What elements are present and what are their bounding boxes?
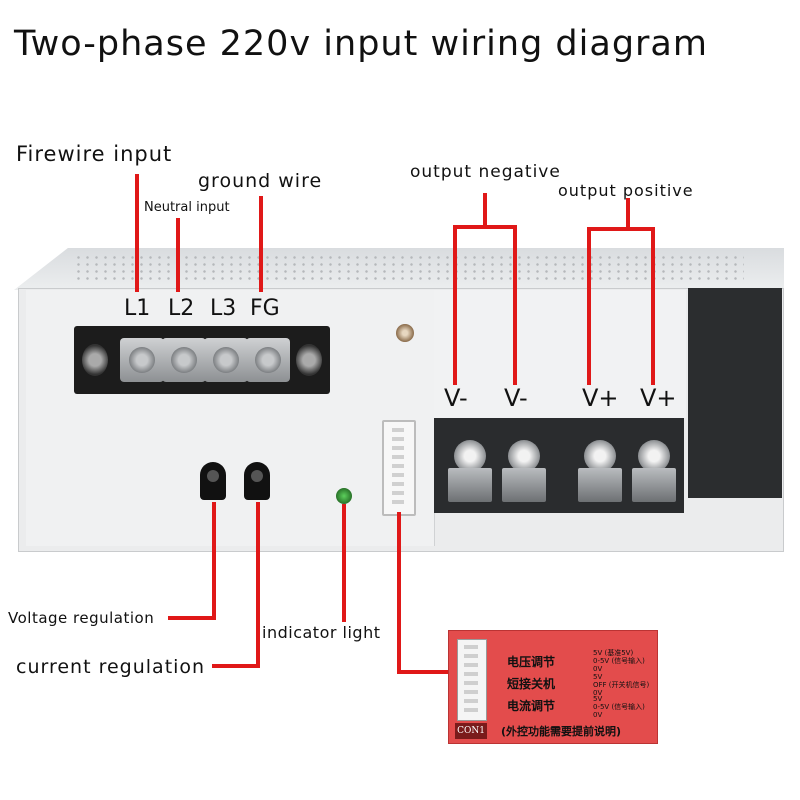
indicator-led [336, 488, 352, 504]
wire-con1-h [397, 670, 449, 674]
card-row-shutdown: 短接关机 [507, 677, 556, 691]
terminal-label-l3: L3 [210, 296, 237, 321]
wire-output-positive-right [651, 227, 655, 385]
card-note: (外控功能需要提前说明) [501, 725, 622, 738]
card-connector-label: CON1 [455, 723, 487, 739]
con1-connector [382, 420, 416, 516]
output-label-v-minus-2: V- [504, 384, 528, 412]
wire-current-regulation-h [212, 664, 260, 668]
terminal-screw-l1 [120, 338, 164, 382]
voltage-regulation-knob [200, 462, 226, 500]
output-terminal-v-plus-1 [578, 440, 622, 504]
wire-output-negative-right [513, 225, 517, 385]
card-row-current: 电流调节 [507, 699, 556, 713]
wire-firewire-input [135, 174, 139, 292]
diagram-title: Two-phase 220v input wiring diagram [14, 24, 708, 64]
output-label-v-minus-1: V- [444, 384, 468, 412]
wire-output-negative-bar [453, 225, 517, 229]
wire-neutral-input [176, 218, 180, 292]
mounting-screw [396, 324, 414, 342]
terminal-label-fg: FG [250, 296, 280, 321]
label-current-regulation: current regulation [16, 656, 206, 678]
output-label-v-plus-1: V+ [582, 384, 619, 412]
wire-output-positive-bar [587, 227, 655, 231]
label-ground-wire: ground wire [198, 170, 323, 192]
wire-voltage-regulation-h [168, 616, 216, 620]
terminal-label-l1: L1 [124, 296, 151, 321]
terminal-screw-l2 [162, 338, 206, 382]
terminal-end-screw [296, 344, 322, 376]
wire-output-negative-stem [483, 193, 487, 227]
label-indicator-light: indicator light [262, 623, 381, 642]
wire-con1-v [397, 512, 401, 674]
output-terminal-v-minus-1 [448, 440, 492, 504]
card-row-voltage: 电压调节 [507, 655, 556, 669]
current-regulation-knob [244, 462, 270, 500]
card-values-voltage: 5V (基准5V)0-5V (信号输入)0V [593, 649, 645, 673]
wire-ground [259, 196, 263, 292]
label-output-positive: output positive [558, 181, 694, 200]
terminal-screw-l3 [204, 338, 248, 382]
label-output-negative: output negative [410, 162, 561, 182]
wire-current-regulation-v [256, 502, 260, 668]
wire-indicator-light [342, 504, 346, 622]
label-firewire-input: Firewire input [16, 142, 173, 166]
output-terminal-v-plus-2 [632, 440, 676, 504]
output-label-v-plus-2: V+ [640, 384, 677, 412]
card-connector-icon [457, 639, 487, 721]
input-terminal-block [74, 326, 330, 394]
label-neutral-input: Neutral input [144, 200, 230, 215]
wire-output-negative-left [453, 225, 457, 385]
terminal-end-screw [82, 344, 108, 376]
wire-output-positive-stem [626, 198, 630, 229]
wire-output-positive-left [587, 227, 591, 385]
con1-info-card: CON1 电压调节 5V (基准5V)0-5V (信号输入)0V 短接关机 5V… [448, 630, 658, 744]
output-label-panel [434, 290, 686, 418]
device-top-panel [14, 248, 784, 290]
output-terminal-v-minus-2 [502, 440, 546, 504]
terminal-label-l2: L2 [168, 296, 195, 321]
label-voltage-regulation: Voltage regulation [8, 609, 155, 627]
device-internal-view [688, 288, 782, 498]
terminal-screw-fg [246, 338, 290, 382]
wire-voltage-regulation-v [212, 502, 216, 620]
